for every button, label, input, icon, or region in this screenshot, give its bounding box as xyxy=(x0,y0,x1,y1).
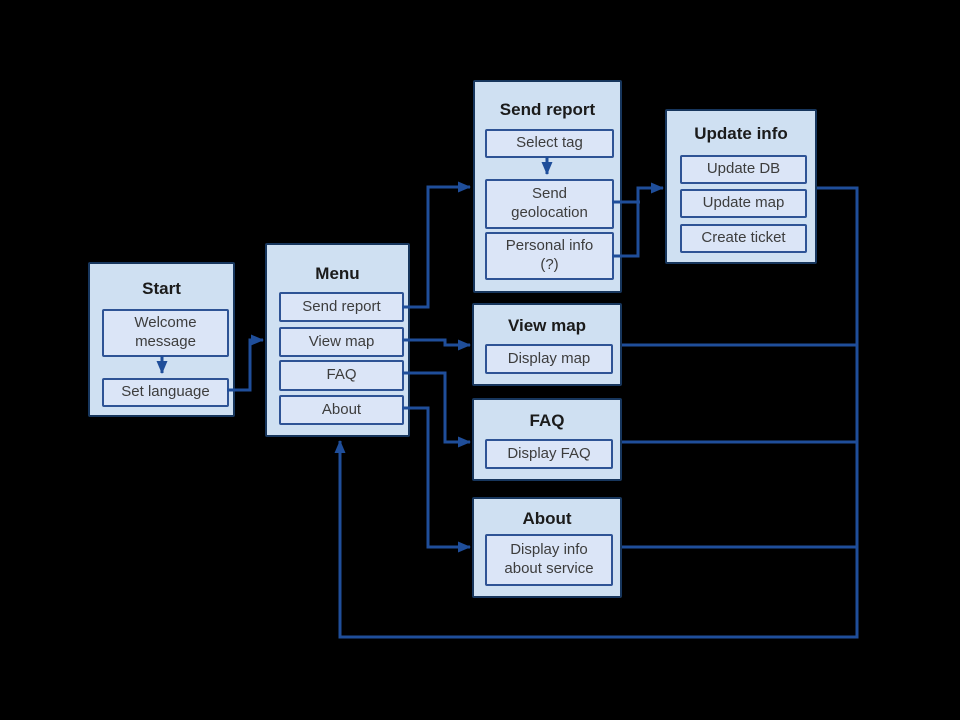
node-view-map-title: View map xyxy=(507,316,587,335)
node-send-report-title: Send report xyxy=(499,100,596,119)
menu-item-send-report: Send report xyxy=(279,292,404,322)
node-menu: Menu Send report View map FAQ About xyxy=(265,243,410,437)
step-update-map: Update map xyxy=(680,189,807,218)
step-update-db: Update DB xyxy=(680,155,807,184)
menu-item-about: About xyxy=(279,395,404,425)
node-update-info: Update info Update DB Update map Create … xyxy=(665,109,817,264)
node-send-report: Send report Select tag Send geolocation … xyxy=(473,80,622,293)
step-send-geolocation: Send geolocation xyxy=(485,179,614,229)
step-create-ticket: Create ticket xyxy=(680,224,807,253)
node-view-map: View map Display map xyxy=(472,303,622,386)
step-display-faq: Display FAQ xyxy=(485,439,613,469)
step-select-tag: Select tag xyxy=(485,129,614,158)
node-menu-title: Menu xyxy=(315,264,360,283)
step-display-map: Display map xyxy=(485,344,613,374)
menu-item-view-map: View map xyxy=(279,327,404,357)
node-start: Start Welcome message Set language xyxy=(88,262,235,417)
menu-item-faq: FAQ xyxy=(279,360,404,391)
step-welcome-message: Welcome message xyxy=(102,309,229,357)
step-personal-info: Personal info (?) xyxy=(485,232,614,280)
node-faq: FAQ Display FAQ xyxy=(472,398,622,481)
node-faq-title: FAQ xyxy=(529,411,565,430)
edge-menu-to-view-map xyxy=(402,338,471,351)
step-set-language: Set language xyxy=(102,378,229,407)
node-update-info-title: Update info xyxy=(694,124,788,143)
edge-menu-to-about xyxy=(402,406,471,553)
node-start-title: Start xyxy=(142,279,181,298)
node-about: About Display info about service xyxy=(472,497,622,598)
step-display-info: Display info about service xyxy=(485,534,613,586)
edge-menu-to-send-report xyxy=(402,181,471,309)
node-about-title: About xyxy=(522,509,572,528)
edge-menu-to-faq xyxy=(402,371,471,448)
